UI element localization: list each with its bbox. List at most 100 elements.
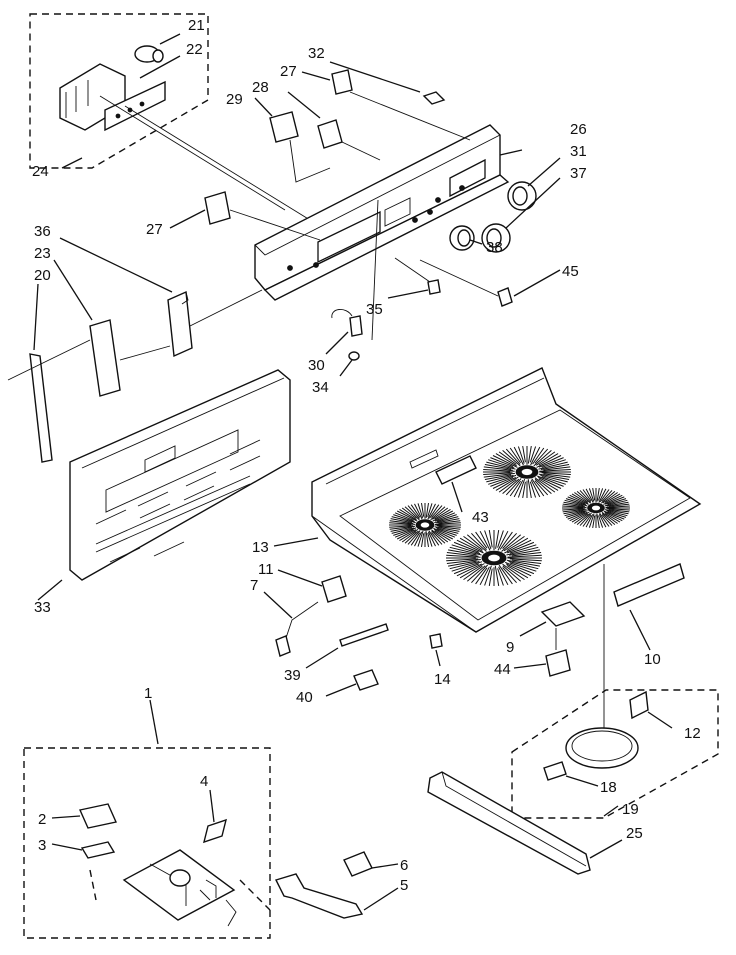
element-ray bbox=[433, 529, 454, 540]
element-ray bbox=[530, 446, 541, 466]
element-ray bbox=[538, 473, 570, 480]
label-36: 36 bbox=[34, 223, 51, 240]
element-ray bbox=[459, 537, 484, 552]
element-ray bbox=[507, 541, 535, 554]
element-ray bbox=[502, 478, 520, 494]
element-ray bbox=[486, 461, 516, 470]
element-ray bbox=[407, 530, 421, 545]
element-ray bbox=[471, 564, 489, 584]
element-ray bbox=[448, 549, 477, 556]
element-ray bbox=[427, 533, 433, 547]
bracket-25 bbox=[427, 771, 623, 875]
element-ray bbox=[448, 560, 477, 567]
element-ray bbox=[502, 563, 525, 581]
label-27b: 27 bbox=[146, 221, 163, 238]
element-ray bbox=[399, 528, 419, 542]
element-ray bbox=[505, 448, 521, 465]
element-ray bbox=[588, 513, 595, 528]
label-4: 4 bbox=[200, 773, 208, 790]
element-ray bbox=[401, 531, 417, 543]
element-ray bbox=[606, 501, 629, 507]
label-7: 7 bbox=[250, 577, 258, 594]
element-ray bbox=[534, 477, 556, 493]
label-21: 21 bbox=[188, 17, 205, 34]
element-ray bbox=[410, 532, 421, 546]
label-43: 43 bbox=[472, 509, 489, 526]
element-ray bbox=[513, 446, 524, 466]
element-ray bbox=[446, 558, 479, 562]
element-ray bbox=[502, 565, 522, 582]
element-ray bbox=[533, 450, 552, 467]
element-ray bbox=[534, 448, 549, 464]
rear-panel-33 bbox=[37, 369, 291, 601]
element-ray bbox=[538, 461, 568, 470]
element-ray bbox=[396, 510, 418, 522]
element-ray bbox=[529, 446, 537, 463]
element-hub bbox=[521, 468, 533, 476]
control-panel-26 bbox=[254, 124, 523, 301]
element-ray bbox=[490, 457, 514, 467]
element-ray bbox=[431, 532, 443, 545]
element-ray bbox=[483, 466, 513, 471]
element-ray bbox=[431, 505, 443, 518]
element-ray bbox=[497, 568, 504, 586]
element-ray bbox=[598, 488, 604, 501]
element-ray bbox=[608, 503, 630, 507]
element-ray bbox=[436, 528, 457, 536]
element-ray bbox=[431, 530, 446, 544]
element-ray bbox=[543, 473, 571, 478]
element-ray bbox=[562, 508, 587, 513]
element-ray bbox=[604, 512, 621, 523]
label-12: 12 bbox=[684, 725, 701, 742]
element-ray bbox=[509, 544, 537, 554]
element-ray bbox=[505, 561, 535, 575]
element-ray bbox=[565, 510, 588, 518]
element-ray bbox=[565, 498, 587, 506]
element-ray bbox=[479, 530, 491, 551]
element-ray bbox=[483, 472, 515, 478]
element-ray bbox=[466, 565, 486, 582]
element-ray bbox=[497, 530, 504, 548]
element-ray bbox=[505, 478, 522, 496]
element-ray bbox=[536, 455, 562, 468]
part-28 bbox=[287, 91, 381, 161]
label-38: 38 bbox=[486, 239, 503, 256]
label-18: 18 bbox=[600, 779, 617, 796]
element-ray bbox=[390, 518, 412, 524]
element-ray bbox=[538, 453, 559, 466]
element-ray bbox=[530, 479, 541, 498]
element-ray bbox=[484, 565, 492, 586]
element-ray bbox=[598, 515, 604, 528]
element-ray bbox=[417, 530, 424, 547]
part-32 bbox=[329, 61, 446, 105]
element-ray bbox=[399, 508, 417, 521]
element-ray bbox=[537, 475, 564, 487]
part-40 bbox=[325, 669, 379, 697]
element-ray bbox=[390, 526, 412, 532]
element-ray bbox=[463, 535, 483, 551]
surface-element-rear-left bbox=[483, 446, 571, 498]
element-ray bbox=[540, 464, 570, 470]
element-ray bbox=[471, 532, 487, 551]
element-ray bbox=[490, 477, 514, 487]
element-ray bbox=[506, 559, 540, 567]
element-ray bbox=[389, 525, 416, 530]
element-ray bbox=[605, 509, 629, 515]
element-ray bbox=[592, 515, 596, 528]
label-6: 6 bbox=[400, 857, 408, 874]
part-35 bbox=[387, 257, 441, 299]
element-ray bbox=[592, 488, 596, 501]
element-ray bbox=[563, 509, 584, 515]
label-34: 34 bbox=[312, 379, 329, 396]
element-ray bbox=[446, 554, 481, 558]
element-ray bbox=[436, 525, 461, 528]
element-ray bbox=[599, 489, 610, 503]
element-ray bbox=[562, 508, 585, 511]
element-ray bbox=[404, 506, 420, 521]
label-26: 26 bbox=[570, 121, 587, 138]
kit-1-group bbox=[23, 699, 271, 939]
element-ray bbox=[407, 505, 420, 519]
element-ray bbox=[563, 501, 584, 507]
element-ray bbox=[389, 522, 416, 525]
label-5: 5 bbox=[400, 877, 408, 894]
